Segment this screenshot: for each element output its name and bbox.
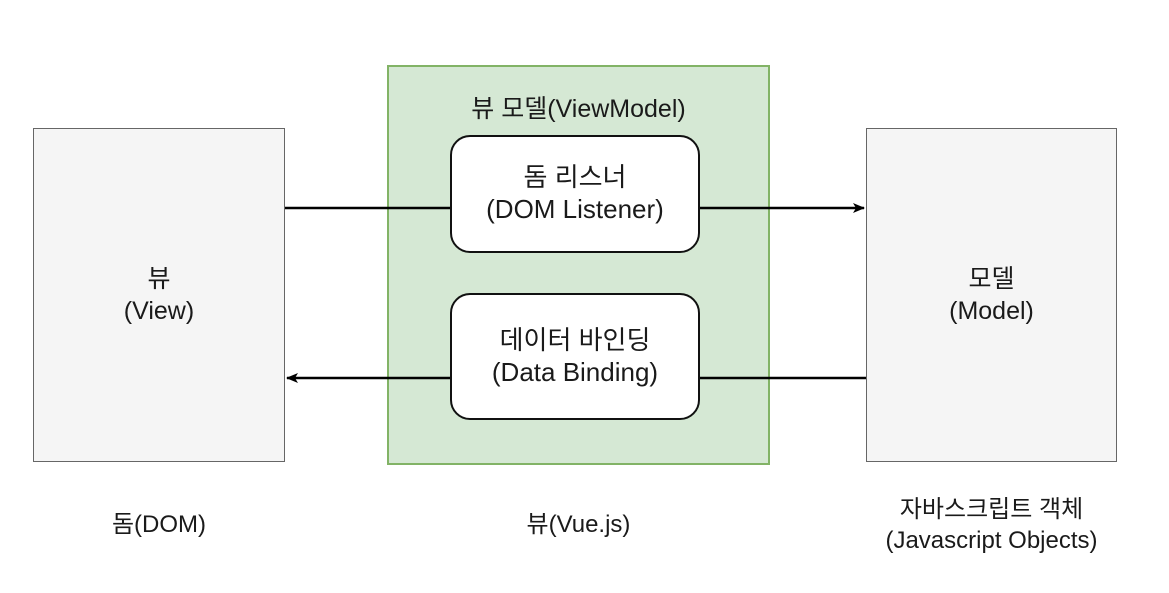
caption-vuejs: 뷰(Vue.js) xyxy=(387,510,770,541)
node-model-label-ko: 모델 xyxy=(968,265,1015,293)
caption-dom-text: 돔(DOM) xyxy=(111,511,207,538)
node-view-label-en: (View) xyxy=(123,297,195,325)
viewmodel-title: 뷰 모델(ViewModel) xyxy=(471,95,686,123)
node-data-binding-label-ko: 데이터 바인딩 xyxy=(499,324,651,355)
node-model-label-en: (Model) xyxy=(949,297,1034,325)
caption-javascript-objects-line1: 자바스크립트 객체 xyxy=(899,496,1084,523)
node-dom-listener-label-en: (DOM Listener) xyxy=(486,194,664,224)
caption-vuejs-text: 뷰(Vue.js) xyxy=(526,511,631,538)
caption-javascript-objects: 자바스크립트 객체 (Javascript Objects) xyxy=(850,495,1133,556)
caption-javascript-objects-line2: (Javascript Objects) xyxy=(885,526,1098,554)
node-data-binding[interactable]: 데이터 바인딩 (Data Binding) xyxy=(450,293,700,420)
node-view[interactable]: 뷰 (View) xyxy=(33,128,285,462)
node-view-label-ko: 뷰 xyxy=(147,265,171,293)
node-data-binding-label-en: (Data Binding) xyxy=(491,356,659,387)
node-model[interactable]: 모델 (Model) xyxy=(866,128,1117,462)
node-dom-listener-label-ko: 돔 리스너 xyxy=(523,162,627,193)
node-dom-listener[interactable]: 돔 리스너 (DOM Listener) xyxy=(450,135,700,253)
caption-dom: 돔(DOM) xyxy=(33,510,285,541)
